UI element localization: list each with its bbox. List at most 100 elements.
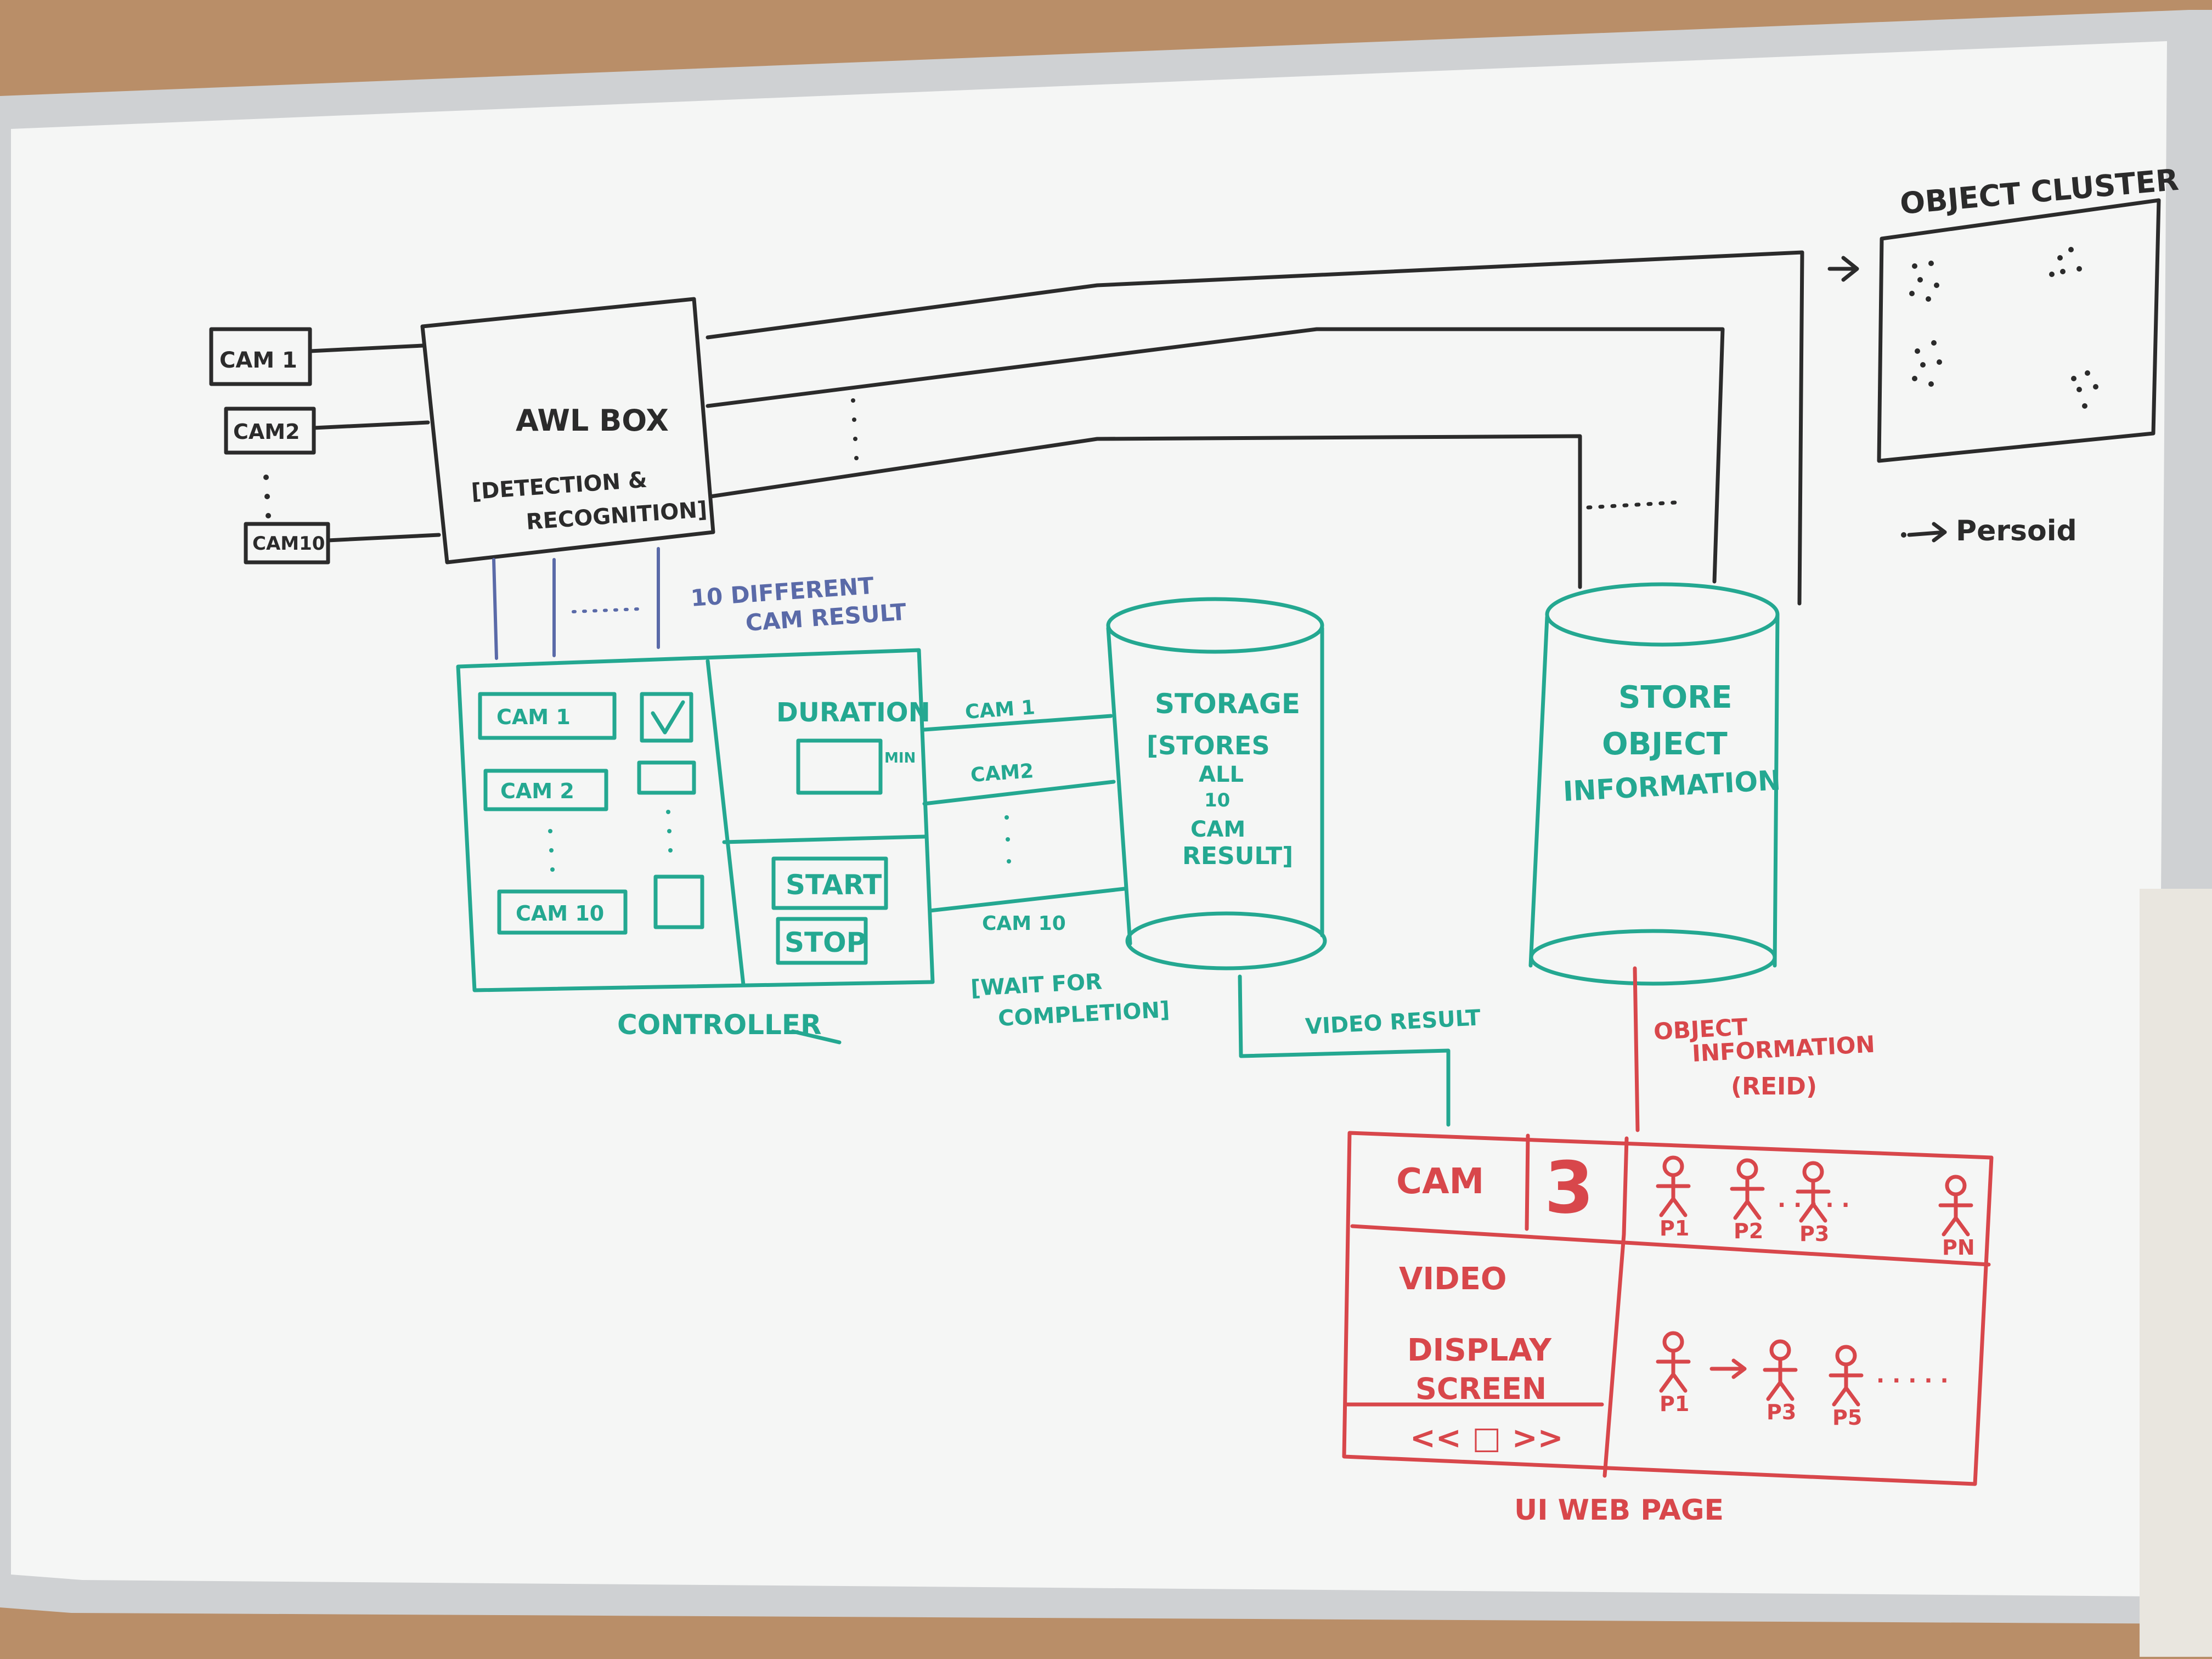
person-icon: P3 [1763,1339,1798,1424]
object-info-line [1633,966,1640,1132]
ui-video-label: VIDEO [1399,1261,1507,1297]
ellipsis-dot [1006,837,1010,842]
cluster-points [1909,247,2098,409]
ctrl-cam10-label: CAM 10 [516,901,604,926]
ui-playback-controls: << □ >> [1410,1420,1564,1456]
person-label: P3 [1799,1222,1829,1246]
cam10-label: CAM10 [252,533,325,555]
ui-cam-label: CAM [1396,1161,1484,1202]
store-sides [1528,612,1780,968]
persoid-label: Persoid [1956,515,2077,548]
start-button [771,856,888,910]
person-icon: P1 [1656,1331,1691,1416]
object-info-line3: (REID) [1731,1073,1817,1101]
store-line2: OBJECT [1602,726,1728,762]
ctrl-cam1-field [478,692,617,740]
persoid-arrow-icon [1907,522,1947,543]
storage-sides [1106,626,1324,946]
ellipsis-dot [854,456,859,460]
controller-underline [791,1029,842,1045]
ctrl-cam2-checkbox [637,760,696,795]
link-cam2 [922,780,1116,806]
cam-to-awl-arrows [308,343,441,543]
ellipsis-dot [851,398,855,403]
controller-dividers [706,659,927,987]
ctrl-cam2-label: CAM 2 [500,779,574,803]
ellipsis-dot [853,437,857,441]
ctrl-cam10-checkbox [653,874,704,929]
storage-line2: ALL [1199,762,1244,787]
ellipsis-dot [264,494,270,499]
ellipsis-dot [548,829,552,833]
cam1-box [209,327,312,386]
ui-screen-label: SCREEN [1415,1372,1547,1406]
link-cam10-label: CAM 10 [982,912,1066,935]
ellipsis: . . . . . [1778,1187,1850,1212]
ellipsis-dot [852,417,856,422]
person-icon: PN [1938,1175,1975,1260]
ctrl-cam1-label: CAM 1 [496,705,571,729]
person-icon: P2 [1730,1158,1765,1243]
ellipsis-dot [263,475,269,480]
cam-result-links: 10 DIFFERENT CAM RESULT [492,547,907,660]
store-bottom [1529,929,1777,986]
person-label: P1 [1660,1392,1689,1416]
cam-result-lines [492,547,660,660]
storage-cylinder: STORAGE [STORES ALL 10 CAM RESULT] [1106,597,1327,970]
controller: CAM 1 CAM 2 CAM 10 DURATION MIN START ST… [456,648,935,1045]
awl-box-title: AWL BOX [516,403,669,438]
ctrl-cam2-field [483,769,608,811]
person-icon: P5 [1829,1345,1864,1430]
track-row: P1 P3 P5 [1656,1331,1864,1430]
ellipsis: . . . . . [1876,1363,1949,1388]
ui-web-page-label: UI WEB PAGE [1514,1494,1724,1527]
checkmark-icon [651,700,685,735]
link-cam10 [928,887,1127,913]
pipe-to-store [708,434,1582,589]
person-label: P2 [1734,1219,1763,1243]
storage-top [1106,597,1324,654]
link-cam2-label: CAM2 [970,760,1035,787]
duration-label: DURATION [776,697,930,728]
controller-label: CONTROLLER [617,1009,822,1041]
ellipsis-dot [668,848,673,853]
ui-col-dividers [1525,1133,1629,1478]
person-icon: P1 [1656,1155,1691,1240]
start-label: START [786,869,882,901]
person-label: P1 [1660,1216,1689,1240]
dotted-link [1586,500,1686,510]
ellipsis-dot [550,867,555,872]
pipe-middle [706,327,1725,584]
video-result-line [1238,974,1451,1127]
cam2-label: CAM2 [233,420,300,444]
storage-line3: 10 [1204,789,1230,811]
object-cluster-box [1877,198,2161,463]
ctrl-cam1-checkbox [640,692,693,743]
ctrl-cam10-field [497,889,628,935]
ellipsis-dot [1007,859,1011,864]
duration-input [796,738,883,795]
pipe-to-cluster [706,250,1804,606]
person-label: P5 [1832,1406,1862,1430]
stop-button [776,917,868,965]
ui-cam-number: 3 [1544,1146,1594,1229]
person-row: P1 P2 P3 PN [1656,1155,1975,1260]
storage-line1: [STORES [1147,731,1270,760]
ui-row-divider [1350,1224,1991,1267]
object-info-line1: OBJECT [1653,1013,1748,1045]
cam10-box [244,522,330,565]
controller-panel [456,648,935,992]
link-cam1 [922,714,1113,732]
storage-title: STORAGE [1155,688,1300,720]
awl-box [420,297,715,565]
board-stand [2140,889,2212,1657]
storage-bottom [1125,911,1327,970]
ui-frame [1342,1131,1994,1486]
cam2-box [224,407,316,455]
ellipsis-dot [266,513,271,518]
ellipsis-dot [1005,815,1009,820]
person-label: P3 [1767,1400,1796,1424]
